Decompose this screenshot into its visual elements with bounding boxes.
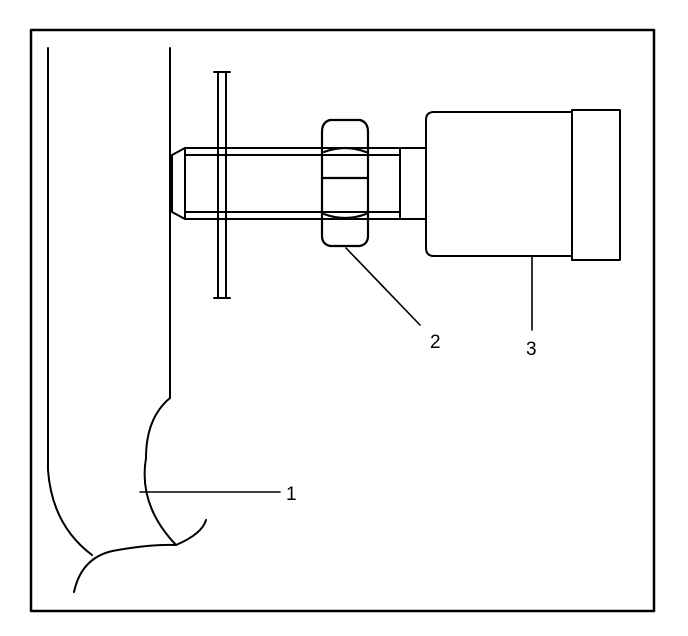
callout-1: 1	[286, 484, 297, 505]
hex-nut	[320, 118, 370, 248]
callout-2: 2	[430, 332, 441, 353]
callout-3: 3	[526, 339, 537, 360]
leader-line-2	[345, 247, 421, 326]
panel-housing	[47, 47, 207, 593]
washer	[213, 71, 231, 299]
figure-frame	[29, 28, 656, 613]
leader-lines	[139, 247, 533, 493]
threaded-stud	[171, 147, 427, 220]
sensor-body	[425, 109, 621, 261]
